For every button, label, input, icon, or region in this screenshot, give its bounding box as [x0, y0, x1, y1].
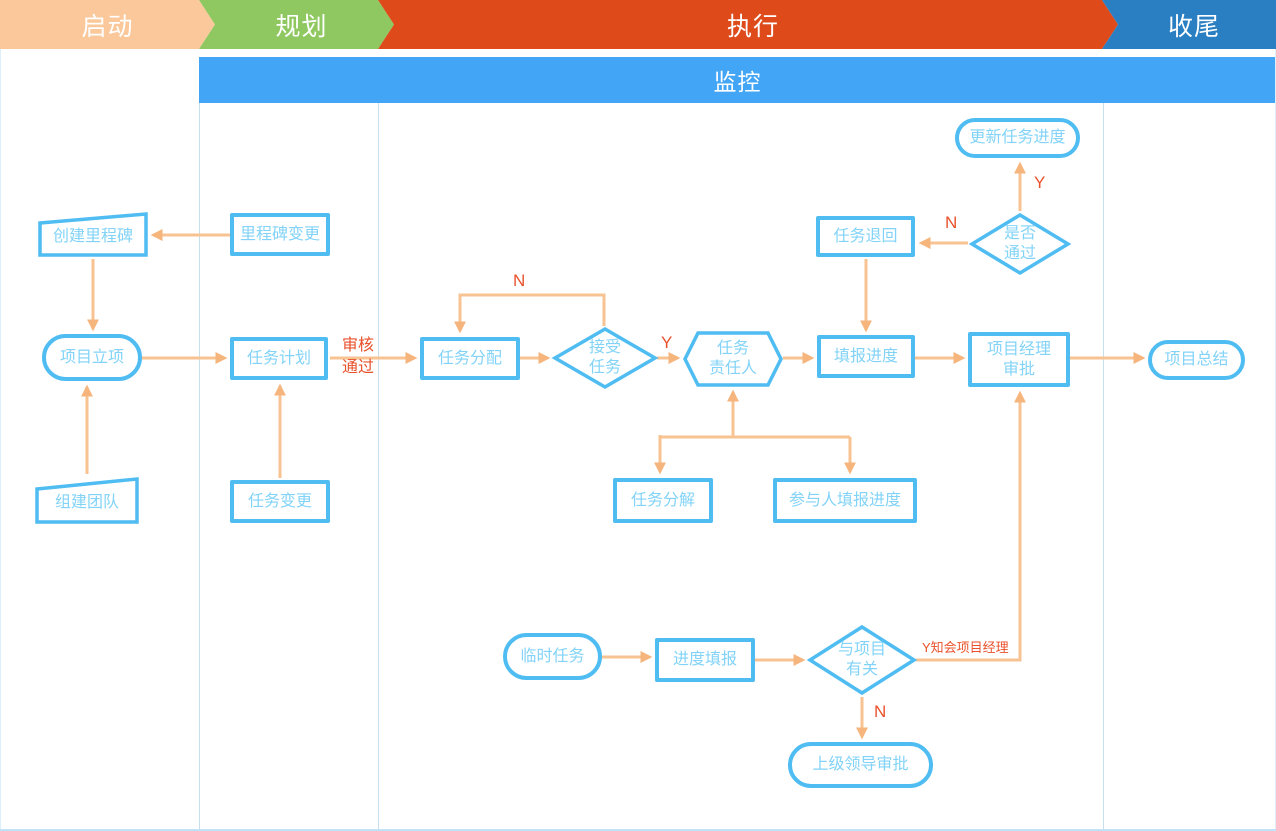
node-label: 组建团队	[54, 493, 119, 511]
phase-band-closing[interactable]: 收尾	[1102, 0, 1276, 49]
node-label: 任务分配	[437, 349, 502, 367]
node-label: 任务分解	[630, 491, 695, 509]
node-label: 项目总结	[1164, 351, 1229, 368]
node-participant-progress[interactable]: 参与人填报进度	[773, 478, 917, 523]
manual-input-shape	[35, 477, 139, 524]
node-project-summary[interactable]: 项目总结	[1148, 340, 1245, 380]
node-label: 填报进度	[833, 347, 898, 365]
phase-band-planning[interactable]: 规划	[199, 0, 394, 49]
node-label: 任务退回	[833, 227, 898, 245]
node-label: 任务 责任人	[708, 340, 757, 377]
node-progress-report[interactable]: 进度填报	[655, 638, 755, 682]
node-label: 更新任务进度	[969, 129, 1066, 146]
node-label: 任务变更	[247, 492, 312, 510]
node-milestone-change[interactable]: 里程碑变更	[230, 213, 330, 256]
node-fill-progress[interactable]: 填报进度	[817, 335, 915, 378]
diamond-shape	[551, 326, 659, 390]
edge-label-y-pass: Y	[1034, 173, 1046, 192]
node-label: 任务计划	[246, 349, 311, 367]
phase-label: 启动	[81, 12, 134, 41]
node-label: 进度填报	[672, 651, 737, 668]
diamond-shape	[806, 624, 918, 696]
node-task-breakdown[interactable]: 任务分解	[613, 478, 713, 523]
lane-divider	[1103, 103, 1104, 829]
node-update-progress[interactable]: 更新任务进度	[955, 118, 1080, 158]
node-task-plan[interactable]: 任务计划	[230, 337, 328, 380]
edge-label-audit-pass: 审核 通过	[341, 337, 374, 376]
phase-label: 规划	[275, 12, 328, 41]
monitor-label: 监控	[713, 69, 762, 95]
monitor-band[interactable]: 监控	[199, 57, 1276, 103]
node-task-assign[interactable]: 任务分配	[420, 337, 520, 380]
edge-label-n-pass: N	[945, 213, 958, 232]
node-label: 接受 任务	[588, 339, 621, 376]
node-label: 临时任务	[520, 647, 585, 665]
node-task-change[interactable]: 任务变更	[230, 480, 330, 523]
node-pass-check[interactable]: 是否 通过	[968, 212, 1072, 276]
edge-label-n-related: N	[874, 702, 887, 721]
phase-label: 执行	[726, 12, 779, 41]
lane-divider	[199, 103, 200, 829]
node-label: 参与人填报进度	[788, 491, 901, 509]
manual-input-shape	[38, 212, 148, 257]
node-project-initiation[interactable]: 项目立项	[42, 334, 142, 381]
lane-divider	[378, 103, 379, 829]
hexagon-shape	[683, 331, 783, 387]
node-label: 上级领导审批	[812, 756, 909, 773]
node-leader-approve[interactable]: 上级领导审批	[788, 742, 933, 788]
node-task-return[interactable]: 任务退回	[816, 216, 915, 257]
node-label: 项目立项	[59, 348, 124, 366]
phase-band-initiation[interactable]: 启动	[0, 0, 215, 49]
node-project-related[interactable]: 与项目 有关	[806, 624, 918, 696]
node-create-milestone[interactable]: 创建里程碑	[38, 211, 148, 257]
node-label: 创建里程碑	[52, 227, 133, 245]
node-label: 是否 通过	[1003, 225, 1036, 262]
node-label: 里程碑变更	[239, 225, 320, 243]
node-pm-approve[interactable]: 项目经理 审批	[968, 332, 1070, 387]
edge-label-y-inform: Y知会项目经理	[922, 640, 1009, 655]
node-team-building[interactable]: 组建团队	[35, 476, 139, 524]
node-label: 与项目 有关	[837, 641, 886, 678]
node-task-owner[interactable]: 任务 责任人	[683, 331, 783, 387]
edge-label-n-loop: N	[513, 271, 526, 290]
node-label: 项目经理 审批	[986, 340, 1051, 378]
diamond-shape	[968, 212, 1072, 276]
canvas-left-border	[0, 49, 1, 829]
phase-label: 收尾	[1167, 12, 1220, 41]
node-accept-task[interactable]: 接受 任务	[551, 326, 659, 390]
edge-label-y-accept: Y	[661, 333, 673, 352]
node-temp-task[interactable]: 临时任务	[503, 633, 602, 680]
phase-band-execution[interactable]: 执行	[378, 0, 1118, 49]
